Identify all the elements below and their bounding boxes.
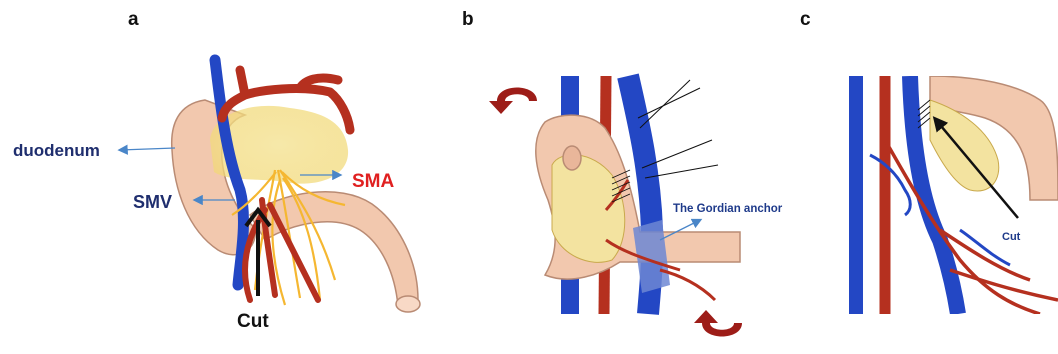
label-sma: SMA [352, 171, 395, 192]
label-cut-a: Cut [237, 311, 269, 332]
panel-b: The Gordian anchor [489, 76, 783, 337]
label-gordian-anchor: The Gordian anchor [673, 203, 783, 215]
jejunum-lumen [396, 296, 420, 312]
rotation-arrow-top [489, 88, 537, 115]
label-cut-c: Cut [1002, 231, 1021, 243]
panel-c: Cut [846, 76, 1058, 314]
rotation-arrow-bottom [694, 310, 742, 337]
duodenum-lumen-b [563, 146, 581, 170]
panel-a: duodenum SMV SMA Cut [13, 60, 420, 332]
duodenum-pointer [120, 148, 175, 150]
label-duodenum: duodenum [13, 141, 100, 160]
label-smv: SMV [133, 192, 172, 212]
